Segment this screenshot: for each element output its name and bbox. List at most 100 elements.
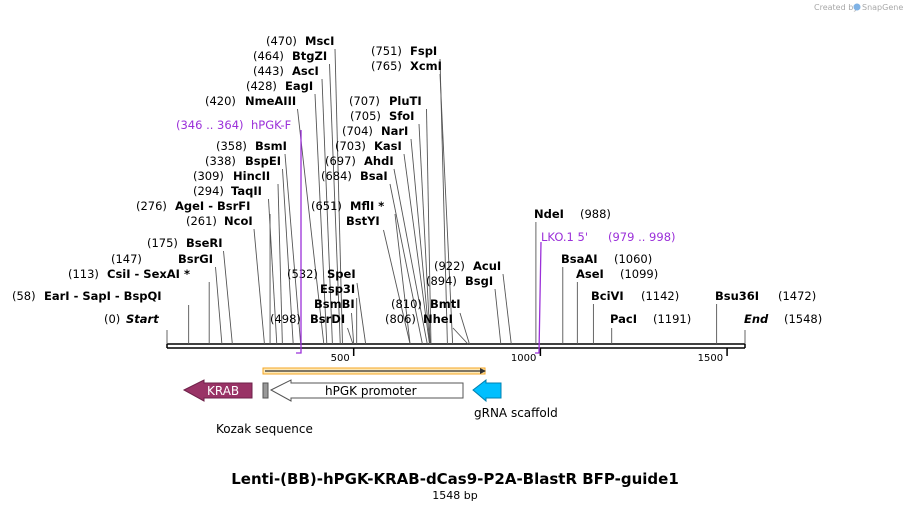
cut-site-enzyme[interactable]: BsaAI [561,252,598,266]
cut-site-enzyme[interactable]: NheI [423,312,453,326]
cut-site-position: (175) [147,236,178,250]
cut-site-position: (651) [311,199,342,213]
cut-site-position: (532) [287,267,318,281]
cut-site-enzyme[interactable]: BsaI [360,169,388,183]
cut-site-enzyme[interactable]: BsgI [465,274,493,288]
cut-site-enzyme[interactable]: BspEI [245,154,281,168]
cut-site-enzyme[interactable]: MflI * [350,199,384,213]
cut-site-enzyme[interactable]: BciVI [591,289,624,303]
feature-kozak-label: Kozak sequence [216,422,313,436]
feature-grna-scaffold-label: gRNA scaffold [474,406,558,420]
cut-site-line [389,183,423,345]
feature-hpgk-promoter-label: hPGK promoter [325,384,417,398]
cut-site-line [284,153,302,345]
primer-hpgk-f-range: (346 .. 364) [176,118,244,132]
cut-site-enzyme[interactable]: BsrGI [178,252,213,266]
cut-site-enzyme[interactable]: AscI [292,64,319,78]
cut-site-position: (1099) [620,267,658,281]
cut-site-line [215,266,223,345]
cut-site-position: (261) [186,214,217,228]
cut-site-enzyme[interactable]: NarI [381,124,408,138]
cut-site-enzyme[interactable]: PacI [610,312,637,326]
cut-site-enzyme[interactable]: AcuI [473,259,501,273]
primer-lko1-5-name: LKO.1 5' [541,230,588,244]
cut-site-enzyme[interactable]: TaqII [231,184,262,198]
cut-site-enzyme[interactable]: CsiI - SexAI * [107,267,190,281]
cut-site-line [223,250,233,345]
cut-site-position: (276) [136,199,167,213]
cut-site-position: (358) [216,139,247,153]
cut-site-enzyme[interactable]: Start [126,312,159,326]
cut-site-enzyme[interactable]: HincII [233,169,270,183]
cut-site-enzyme[interactable]: KasI [374,139,402,153]
cut-site-position: (765) [371,59,402,73]
cut-site-enzyme[interactable]: NcoI [224,214,253,228]
feature-kozak[interactable]: Kozak sequence [216,382,313,436]
feature-krab[interactable]: KRAB [182,379,253,402]
cut-site-enzyme[interactable]: BstYI [346,214,380,228]
cut-site-line [418,123,431,345]
cut-site-position: (309) [193,169,224,183]
cut-site-position: (1060) [614,252,652,266]
cut-site-line [334,48,343,345]
cut-site-enzyme[interactable]: PluTI [389,94,422,108]
cut-site-enzyme[interactable]: FspI [410,44,437,58]
cut-site-line [393,168,428,345]
cut-site-enzyme[interactable]: SpeI [327,267,356,281]
map-title: Lenti-(BB)-hPGK-KRAB-dCas9-P2A-BlastR BF… [231,470,679,488]
cut-site-enzyme[interactable]: EarI - SapI - BspQI [44,289,162,303]
cut-site-enzyme[interactable]: BtgZI [292,49,327,63]
cut-site-position: (707) [349,94,380,108]
primer-lko1-5[interactable]: LKO.1 5' (979 .. 998) [535,230,676,354]
cut-site-enzyme[interactable]: AgeI - BsrFI [175,199,250,213]
cut-site-line [268,198,278,345]
feature-hpgk-promoter[interactable]: hPGK promoter [269,379,464,402]
cut-site-line [329,63,341,345]
cut-site-enzyme[interactable]: AhdI [364,154,394,168]
cut-site-enzyme[interactable]: Bsu36I [715,289,759,303]
cut-site-position: (810) [391,297,422,311]
cut-site-position: (697) [325,154,356,168]
cut-site-position: (58) [12,289,36,303]
cut-site-position: (705) [350,109,381,123]
cut-site-enzyme[interactable]: BsmI [255,139,287,153]
cut-site-enzyme[interactable]: NmeAIII [245,94,296,108]
cut-site-position: (894) [426,274,457,288]
cut-site-enzyme[interactable]: AseI [576,267,604,281]
cut-site-line [502,273,512,345]
orf-arrow[interactable] [262,367,486,375]
cut-site-enzyme[interactable]: BmtI [430,297,461,311]
cut-site-line [253,228,265,345]
cut-site-enzyme[interactable]: NdeI [534,207,564,221]
cut-site-enzyme[interactable]: End [744,312,769,326]
cut-site-position: (922) [434,259,465,273]
cut-site-enzyme[interactable]: BseRI [186,236,223,250]
cut-site-enzyme[interactable]: BsrDI [310,312,345,326]
feature-grna-scaffold[interactable]: gRNA scaffold [472,378,558,420]
primer-hpgk-f[interactable]: (346 .. 364) hPGK-F [176,118,302,354]
credit-brand: SnapGene [862,3,903,12]
map-subtitle: 1548 bp [432,489,477,502]
cut-site-line [347,327,354,345]
cut-site-enzyme[interactable]: XcmI [410,59,442,73]
cut-site-position: (1142) [641,289,679,303]
cut-site-position: (1191) [653,312,691,326]
cut-site-enzyme[interactable]: BsmBI [314,297,355,311]
cut-site-line [494,288,502,345]
cut-site-line [403,153,430,345]
cut-site-line [426,108,432,345]
cut-site-line [439,73,454,345]
cut-site-position: (704) [342,124,373,138]
feature-krab-label: KRAB [207,384,239,398]
cut-site-position: (470) [266,34,297,48]
cut-site-line [351,312,355,345]
cut-site-enzyme[interactable]: Esp3I [320,282,355,296]
cut-site-enzyme[interactable]: MscI [305,34,334,48]
cut-site-enzyme[interactable]: EagI [285,79,313,93]
cut-site-line [394,213,411,345]
primer-lko1-5-range: (979 .. 998) [608,230,676,244]
scale-tick-label: 1000 [511,353,536,364]
cut-site-enzyme[interactable]: SfoI [389,109,414,123]
